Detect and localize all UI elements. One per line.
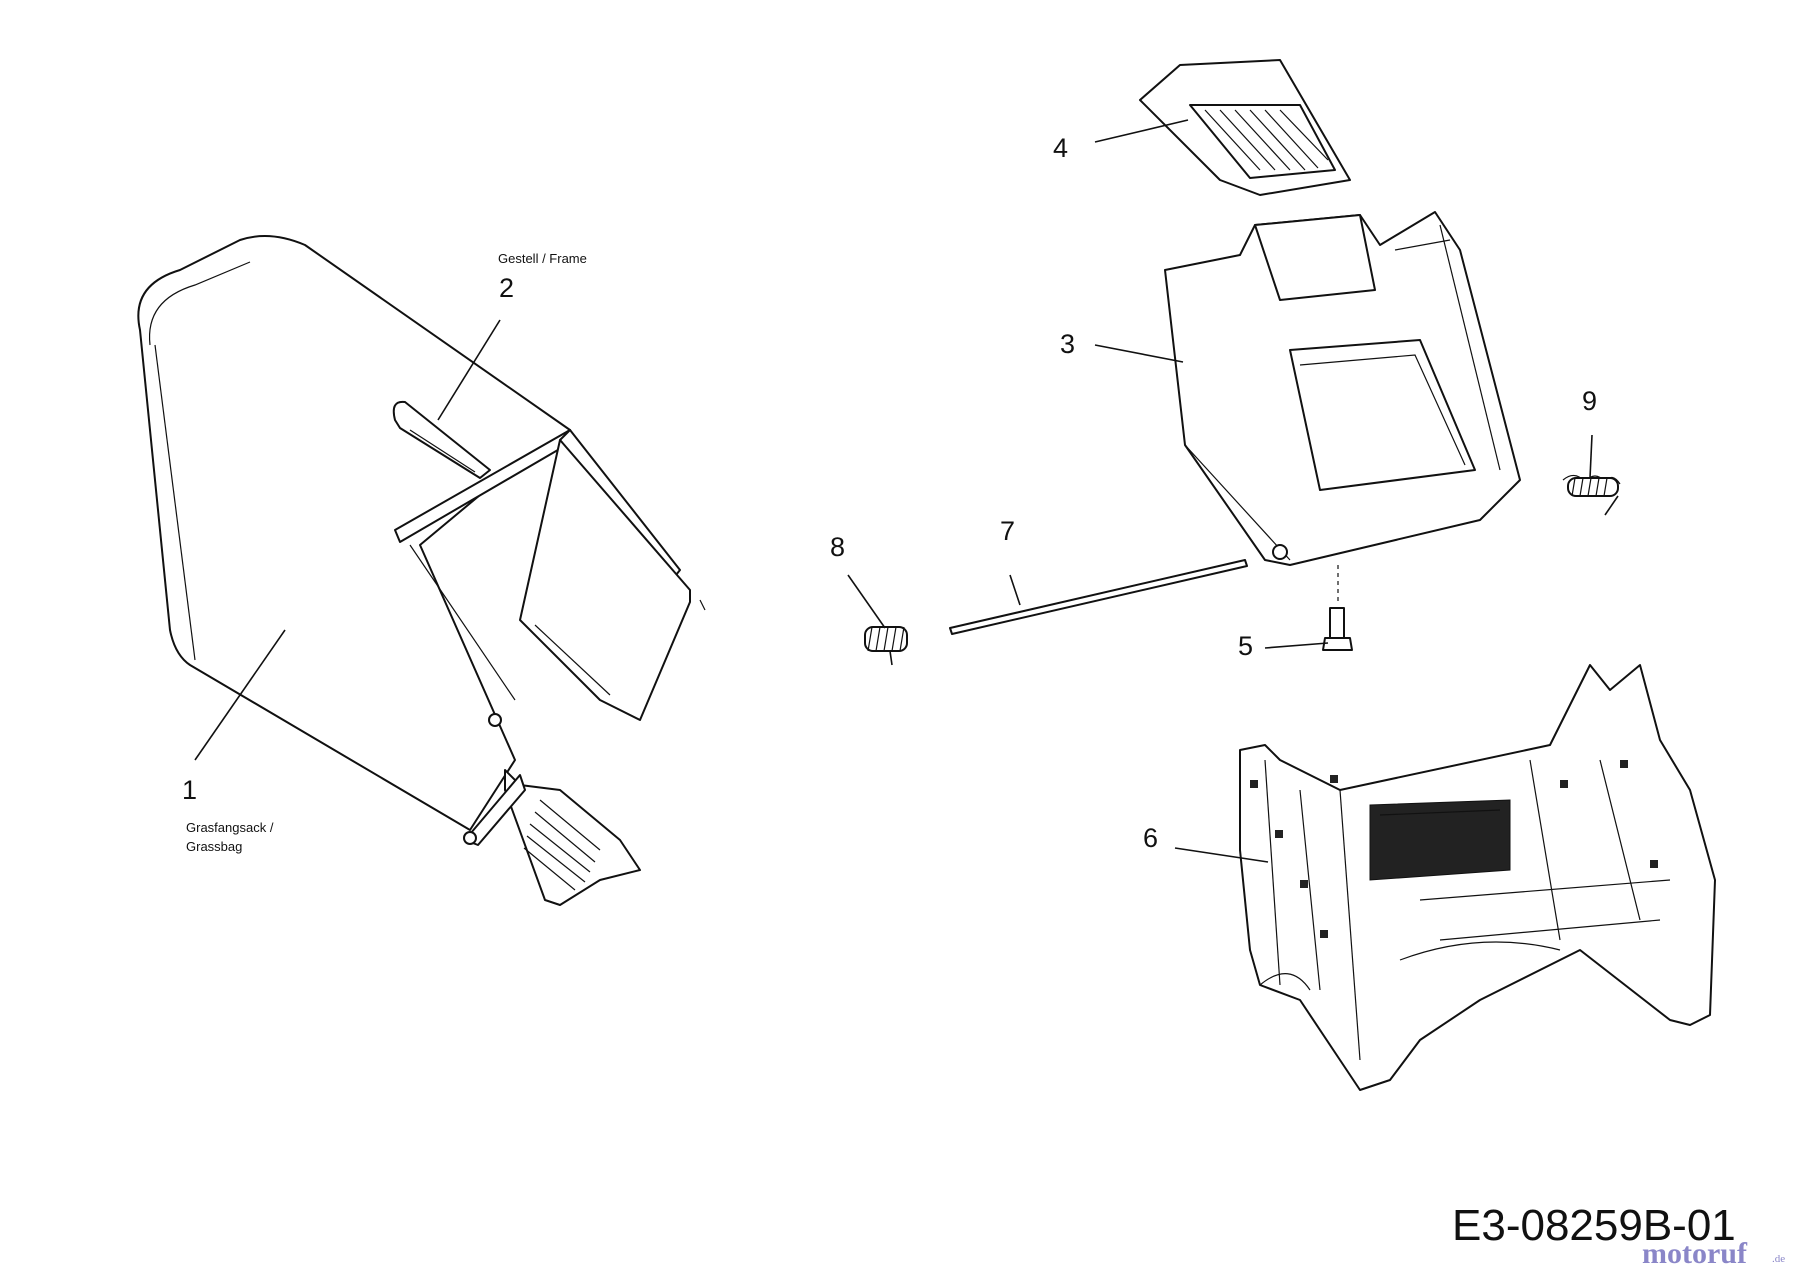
watermark-brand: motoruf (1642, 1237, 1748, 1270)
grassbag-drawing (137, 235, 706, 906)
leader-2 (437, 319, 501, 421)
part-label-5: 5 (1238, 631, 1253, 661)
part-label-9: 9 (1582, 386, 1597, 416)
part-caption-1-line2: Grassbag (186, 839, 242, 854)
spring-8-drawing (864, 626, 908, 666)
leader-5 (1264, 642, 1329, 649)
housing-drawing (1239, 664, 1716, 1091)
part-label-6: 6 (1143, 823, 1158, 853)
leader-3 (1094, 344, 1184, 363)
leader-9 (1589, 434, 1593, 479)
leader-6 (1174, 847, 1269, 863)
leader-4 (1094, 119, 1189, 143)
screw-drawing (1322, 565, 1353, 651)
rear-cover-drawing (1164, 211, 1521, 566)
cover-flap-drawing (1139, 59, 1351, 196)
part-label-2: 2 (499, 273, 514, 303)
part-label-4: 4 (1053, 133, 1068, 163)
leader-1 (194, 629, 286, 761)
part-label-1: 1 (182, 775, 197, 805)
leader-8 (847, 574, 886, 629)
drawing-code: E3-08259B-01 (1452, 1201, 1736, 1250)
part-label-7: 7 (1000, 516, 1015, 546)
watermark-suffix: .de (1772, 1253, 1785, 1265)
part-label-3: 3 (1060, 329, 1075, 359)
part-caption-2: Gestell / Frame (498, 251, 587, 266)
part-caption-1-line1: Grasfangsack / (186, 820, 274, 835)
spring-9-drawing (1562, 474, 1621, 516)
leader-7 (1009, 574, 1021, 606)
rod-drawing (949, 559, 1248, 635)
leader-lines (194, 119, 1593, 863)
part-label-8: 8 (830, 532, 845, 562)
